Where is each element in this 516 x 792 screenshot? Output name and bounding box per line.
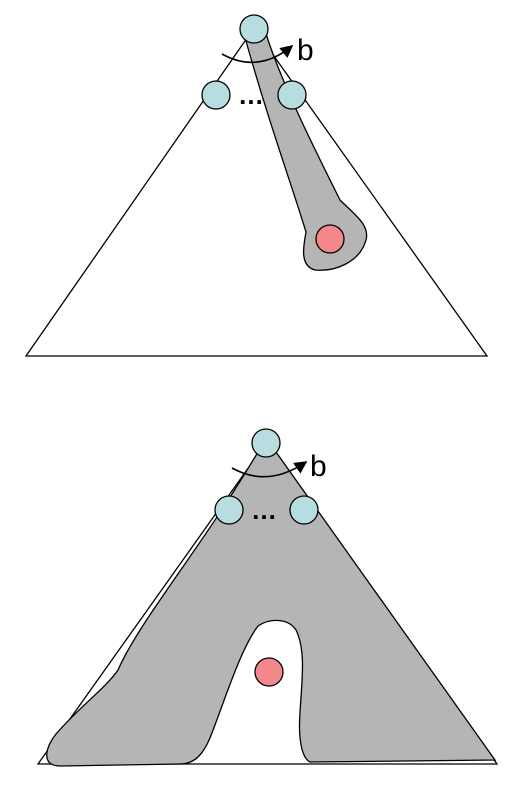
bottom-ellipsis: … <box>251 495 277 525</box>
top-left-child-node <box>201 80 231 110</box>
bottom-shaded-region <box>46 446 497 767</box>
top-ellipsis: … <box>238 80 264 110</box>
bottom-diagram: b … <box>36 428 499 767</box>
bottom-right-child-node <box>289 495 319 525</box>
top-root-node <box>239 14 269 44</box>
bottom-branch-label: b <box>310 450 327 483</box>
top-diagram: b … <box>24 14 489 357</box>
bottom-target-node <box>254 657 284 687</box>
bottom-left-child-node <box>214 495 244 525</box>
top-outer-triangle <box>24 26 489 357</box>
top-target-node <box>315 224 345 254</box>
top-right-child-node <box>277 80 307 110</box>
bottom-branch-arrow <box>231 461 308 478</box>
top-branch-arrow <box>221 44 294 64</box>
top-branch-label: b <box>297 34 314 67</box>
bottom-root-node <box>251 428 281 458</box>
top-branch-region <box>243 26 368 271</box>
